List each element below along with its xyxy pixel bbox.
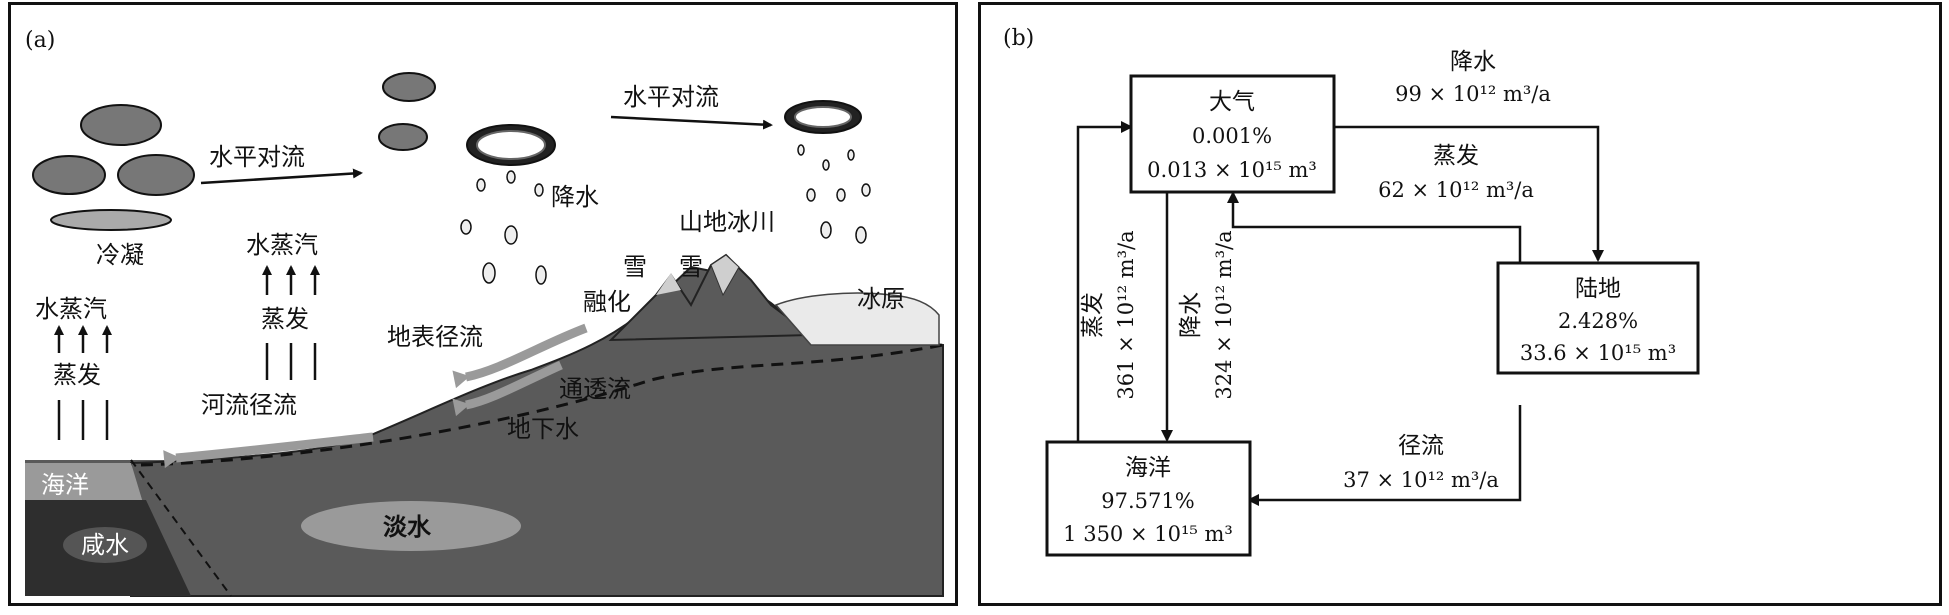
saltwater-lens — [63, 527, 147, 563]
water-cycle-scene: (a) — [25, 28, 944, 597]
label-melt: 融化 — [583, 288, 631, 316]
label-mountain-glacier: 山地冰川 — [679, 208, 775, 236]
evaporation-arrows-ocean — [54, 325, 112, 440]
advection-arrow-2 — [610, 115, 773, 130]
ocean-percent: 97.571% — [1101, 489, 1194, 513]
label-precipitation: 降水 — [551, 183, 599, 211]
flow-land-precip-name: 降水 — [1450, 49, 1496, 75]
flow-ocean-evap-value: 361 × 10¹² m³/a — [1114, 230, 1138, 399]
flow-land-precip-value: 99 × 10¹² m³/a — [1395, 82, 1551, 106]
label-infiltration: 通透流 — [559, 375, 631, 403]
runoff-flow-arrows — [163, 323, 588, 469]
cloud-icon — [32, 72, 862, 231]
raindrops — [460, 144, 871, 285]
label-evaporation-2: 蒸发 — [261, 305, 309, 333]
evaporation-arrows-river — [262, 265, 320, 380]
flow-connectors — [1076, 121, 1604, 506]
label-saltwater: 咸水 — [81, 531, 129, 559]
label-water-vapor-2: 水蒸汽 — [246, 231, 318, 259]
panel-b-water-budget-diagram: (b) 大气 0.001% 0.013 × 10¹⁵ m³ 陆地 2.428% … — [978, 2, 1942, 606]
land-name: 陆地 — [1575, 276, 1621, 302]
water-budget-flow: (b) 大气 0.001% 0.013 × 10¹⁵ m³ 陆地 2.428% … — [1003, 26, 1700, 557]
atmosphere-volume: 0.013 × 10¹⁵ m³ — [1147, 158, 1317, 182]
label-snow-1: 雪 — [623, 253, 647, 281]
atmosphere-percent: 0.001% — [1192, 124, 1272, 148]
ocean-volume: 1 350 × 10¹⁵ m³ — [1063, 522, 1233, 546]
flow-ocean-evap-name: 蒸发 — [1080, 292, 1106, 338]
label-groundwater: 地下水 — [507, 415, 579, 443]
flow-ocean-precip-value: 324 × 10¹² m³/a — [1212, 230, 1236, 399]
label-condense: 冷凝 — [96, 241, 144, 269]
land-volume: 33.6 × 10¹⁵ m³ — [1520, 341, 1676, 365]
label-water-vapor-1: 水蒸汽 — [35, 295, 107, 323]
node-atmosphere: 大气 0.001% 0.013 × 10¹⁵ m³ — [1129, 74, 1336, 194]
flow-land-evap-value: 62 × 10¹² m³/a — [1378, 178, 1534, 202]
label-snow-2: 雪 — [679, 253, 703, 281]
atmosphere-name: 大气 — [1209, 89, 1255, 115]
label-ocean: 海洋 — [41, 471, 89, 499]
mountains — [608, 253, 940, 346]
label-river-runoff: 河流径流 — [201, 391, 297, 419]
flow-land-evap-name: 蒸发 — [1433, 143, 1479, 169]
label-surface-runoff: 地表径流 — [387, 323, 483, 351]
label-horizontal-advection-1: 水平对流 — [209, 143, 305, 171]
advection-arrow-1 — [200, 168, 363, 185]
node-land: 陆地 2.428% 33.6 × 10¹⁵ m³ — [1496, 261, 1700, 375]
panel-b-tag: (b) — [1003, 26, 1034, 51]
label-ice-field: 冰原 — [857, 285, 905, 313]
label-freshwater: 淡水 — [383, 513, 432, 541]
label-evaporation-1: 蒸发 — [53, 361, 101, 389]
ocean-name: 海洋 — [1125, 455, 1171, 481]
flow-runoff-name: 径流 — [1398, 433, 1444, 459]
panel-a-tag: (a) — [25, 28, 55, 53]
freshwater-lens — [301, 501, 521, 551]
node-ocean: 海洋 97.571% 1 350 × 10¹⁵ m³ — [1045, 440, 1252, 557]
panel-a-water-cycle-illustration: (a) — [8, 2, 958, 606]
land-percent: 2.428% — [1558, 309, 1638, 333]
flow-ocean-precip-name: 降水 — [1178, 292, 1204, 338]
flow-runoff-value: 37 × 10¹² m³/a — [1343, 468, 1499, 492]
label-horizontal-advection-2: 水平对流 — [623, 83, 719, 111]
